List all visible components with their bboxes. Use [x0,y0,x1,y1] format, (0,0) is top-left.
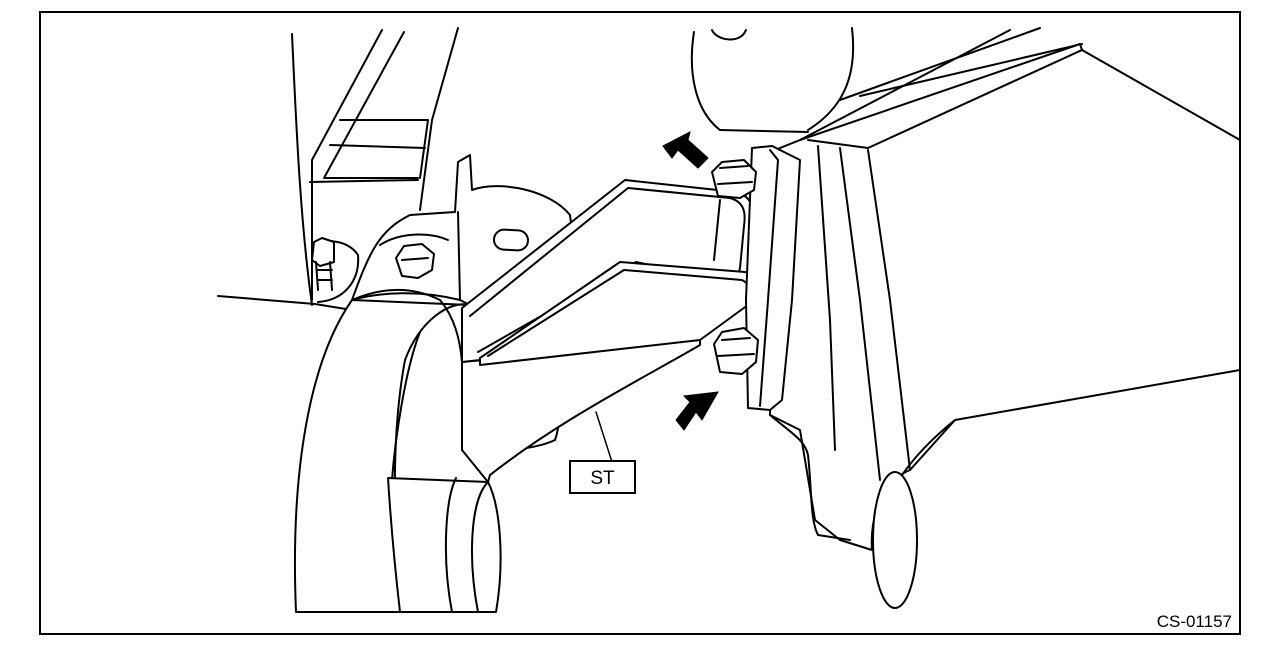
mounting-plate [711,145,801,411]
upper-right-cylinder [690,27,1083,141]
special-tool [461,179,759,483]
right-suspension-arm [769,43,1241,609]
arm-tube-end [872,471,918,609]
lower-bolt [713,327,759,375]
figure-code: CS-01157 [1157,612,1232,631]
st-leader-line [595,411,613,463]
lower-arrow-icon [675,391,719,431]
st-label-box [569,460,636,494]
floor-line [217,295,353,311]
upper-bolt [711,159,757,199]
upper-arrow-icon [662,131,709,169]
st-callout: ST [569,460,636,494]
left-mount-bolt [311,237,360,303]
st-label: ST [590,468,615,489]
